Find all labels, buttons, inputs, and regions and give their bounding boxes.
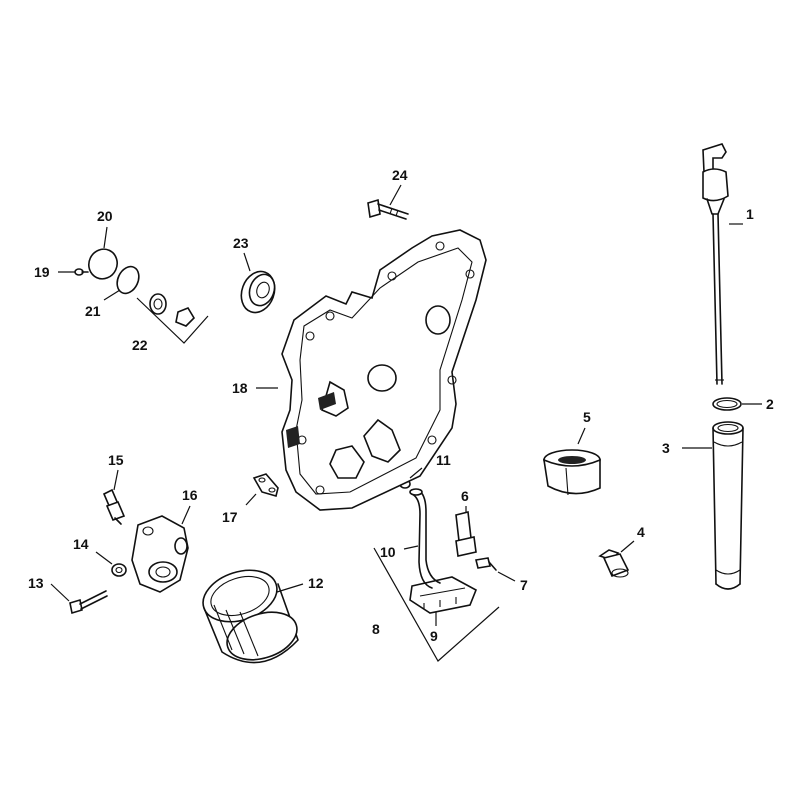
leader-12 (276, 583, 304, 593)
callout-10: 10 (380, 544, 396, 560)
part-13-bolt (69, 590, 108, 615)
leader-17 (245, 493, 257, 506)
leader-lines (50, 184, 762, 626)
leader-4 (620, 540, 635, 553)
part-12-oil-filter (202, 569, 299, 664)
part-20-cover-plate (88, 248, 118, 280)
part-15-sensor (102, 488, 126, 525)
leader-15 (113, 469, 119, 491)
part-10-pickup-tube (409, 488, 441, 589)
callout-7: 7 (520, 577, 528, 593)
callout-18: 18 (232, 380, 248, 396)
callout-12: 12 (308, 575, 324, 591)
part-1-dipstick (702, 143, 729, 385)
callout-16: 16 (182, 487, 198, 503)
leader-7 (497, 571, 516, 582)
callout-9: 9 (430, 628, 438, 644)
callout-13: 13 (28, 575, 44, 591)
leader-14 (95, 551, 113, 565)
leader-21 (103, 289, 121, 301)
callout-20: 20 (97, 208, 113, 224)
callout-22: 22 (132, 337, 148, 353)
callout-21: 21 (85, 303, 101, 319)
leader-20 (103, 226, 108, 249)
part-17-gasket (252, 473, 279, 497)
callout-17: 17 (222, 509, 238, 525)
callout-8: 8 (372, 621, 380, 637)
part-16-filter-adapter (131, 515, 189, 593)
part-5-bearing (542, 449, 601, 496)
callout-24: 24 (392, 167, 408, 183)
callout-15: 15 (108, 452, 124, 468)
callout-labels: 1 2 3 4 5 6 7 8 9 10 11 12 13 14 15 16 1… (28, 167, 774, 644)
callout-19: 19 (34, 264, 50, 280)
callout-1: 1 (746, 206, 754, 222)
part-2-o-ring (712, 397, 742, 411)
leader-5 (577, 427, 586, 445)
part-19-screw (74, 268, 89, 276)
leader-10 (403, 545, 419, 550)
part-14-washer (111, 563, 127, 577)
part-22-valve-kit (136, 293, 209, 344)
part-4-fitting (598, 549, 630, 578)
part-9-pickup (409, 576, 478, 614)
part-18-gear-cover (281, 229, 487, 511)
leader-16 (181, 505, 191, 525)
part-3-dipstick-tube (712, 421, 744, 590)
callout-14: 14 (73, 536, 89, 552)
callout-3: 3 (662, 440, 670, 456)
leader-24 (389, 184, 402, 206)
callout-2: 2 (766, 396, 774, 412)
callout-4: 4 (637, 524, 645, 540)
callout-5: 5 (583, 409, 591, 425)
part-23-oil-seal (240, 270, 276, 314)
part-6-bracket (455, 511, 477, 557)
part-21-o-ring (116, 265, 140, 295)
leader-23 (243, 252, 251, 272)
part-7-screw (475, 557, 497, 571)
leader-13 (50, 583, 70, 602)
part-24-bolt (367, 198, 409, 220)
part-8-group-bracket (373, 547, 500, 662)
callout-11: 11 (436, 452, 451, 468)
leader-11 (409, 467, 423, 479)
callout-6: 6 (461, 488, 469, 504)
callout-23: 23 (233, 235, 249, 251)
